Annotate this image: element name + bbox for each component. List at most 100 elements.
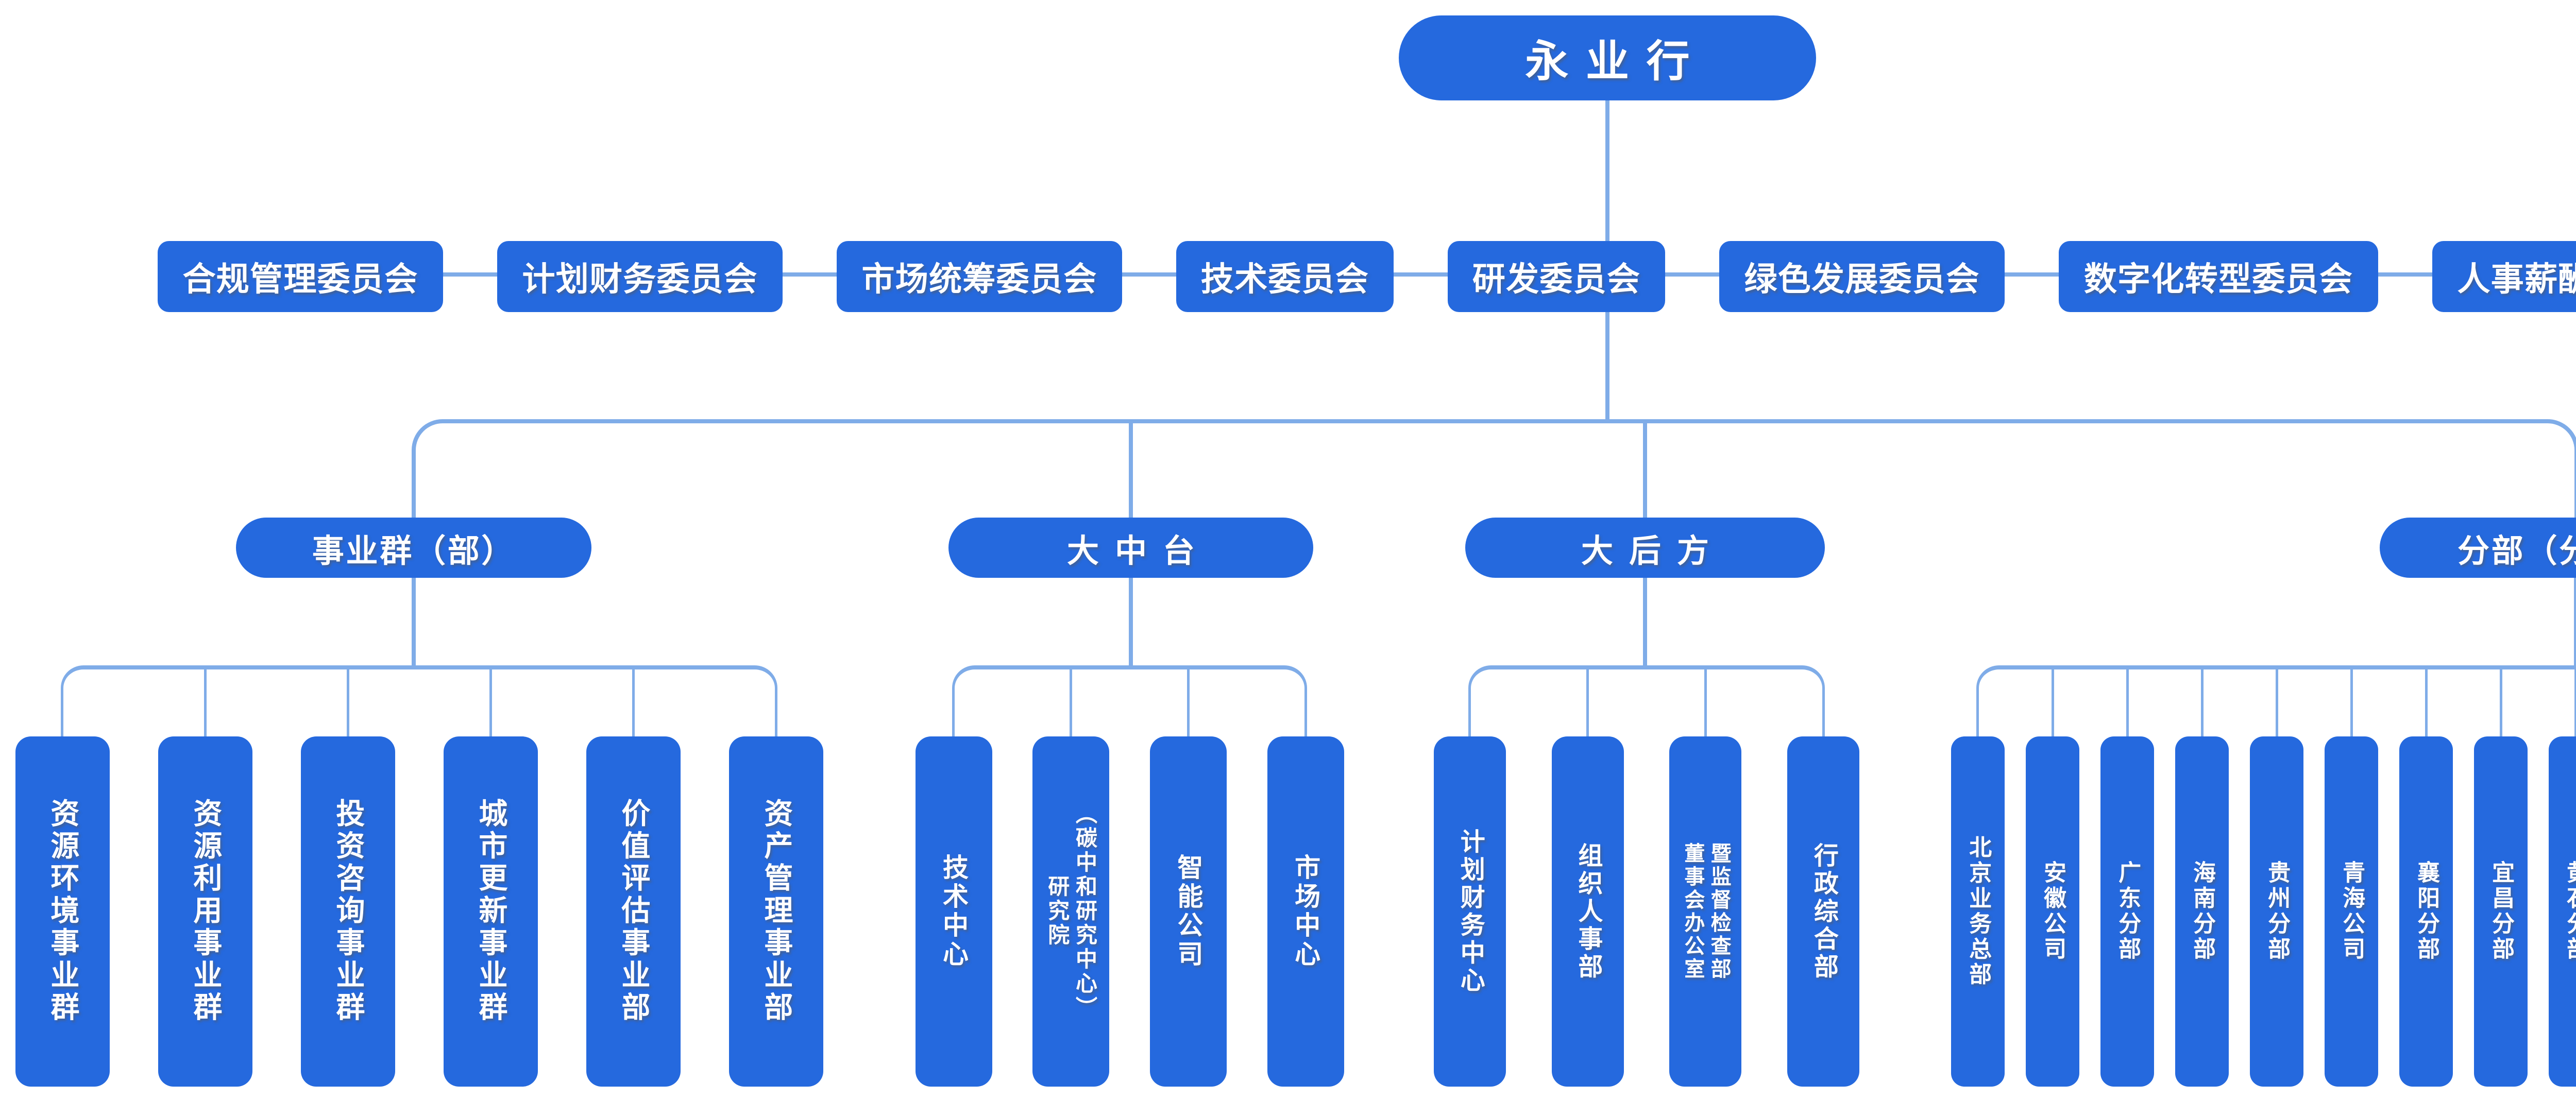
committee-chain-line (300, 272, 2576, 277)
child-stub-line (2275, 669, 2278, 736)
child-stub-line (632, 669, 635, 736)
child-node[interactable]: 智能公司 (1149, 736, 1227, 1087)
child-label: 投资咨询事业群 (331, 798, 365, 1025)
child-node[interactable]: 贵州分部 (2250, 736, 2303, 1087)
group-feed-line (2574, 578, 2576, 669)
child-bracket (1468, 665, 1825, 736)
child-label: 襄阳分部 (2413, 861, 2440, 963)
committee-label: 数字化转型委员会 (2083, 261, 2353, 299)
child-node[interactable]: 青海公司 (2325, 736, 2378, 1087)
org-root-node[interactable]: 永业行 (1399, 15, 1816, 100)
child-node[interactable]: 价值评估事业部 (586, 736, 681, 1087)
child-label: 董事会办公室 暨监督检查部 (1681, 842, 1731, 981)
child-bracket (61, 665, 777, 736)
group-pill-label: 分部（分公司） (2457, 531, 2576, 570)
group-pill-label: 大中台 (1066, 531, 1211, 570)
committee-node[interactable]: 市场统筹委员会 (837, 241, 1122, 312)
child-label: 技术中心 (939, 854, 969, 969)
child-stub-line (204, 669, 207, 736)
child-label: 宜昌分部 (2488, 861, 2515, 963)
group-pill-node[interactable]: 大中台 (948, 518, 1313, 578)
trunk-drop-line (1643, 423, 1647, 518)
child-node[interactable]: 资产管理事业部 (728, 736, 823, 1087)
child-label: 贵州分部 (2264, 861, 2291, 963)
child-label: 行政综合部 (1809, 842, 1838, 981)
committee-node[interactable]: 数字化转型委员会 (2059, 241, 2378, 312)
committee-label: 市场统筹委员会 (861, 261, 1097, 299)
group-pill-label: 大后方 (1581, 531, 1725, 570)
child-node[interactable]: 襄阳分部 (2399, 736, 2453, 1087)
child-label: 安徽公司 (2040, 861, 2066, 963)
group-pill-node[interactable]: 事业群（部） (236, 518, 591, 578)
child-stub-line (2425, 669, 2428, 736)
committee-label: 合规管理委员会 (182, 261, 418, 299)
child-stub-line (2200, 669, 2204, 736)
child-stub-line (1070, 669, 1073, 736)
child-stub-line (489, 669, 492, 736)
group-feed-line (1643, 578, 1647, 669)
child-node[interactable]: 广东分部 (2100, 736, 2154, 1087)
child-node[interactable]: 市场中心 (1267, 736, 1344, 1087)
committee-node[interactable]: 合规管理委员会 (158, 241, 443, 312)
committee-node[interactable]: 绿色发展委员会 (1719, 241, 2005, 312)
child-label: 资源利用事业群 (188, 798, 222, 1025)
group-feed-line (1129, 578, 1133, 669)
child-label: 黄石分部 (2563, 861, 2576, 963)
child-node[interactable]: 北京业务总部 (1951, 736, 2005, 1087)
child-stub-line (2499, 669, 2502, 736)
child-label: 研究院 （碳中和研究中心） (1044, 802, 1098, 1021)
committee-node[interactable]: 技术委员会 (1176, 241, 1394, 312)
committee-label: 绿色发展委员会 (1744, 261, 1980, 299)
child-label: 城市更新事业群 (473, 798, 507, 1025)
group-pill-node[interactable]: 大后方 (1465, 518, 1825, 578)
child-label: 青海公司 (2338, 861, 2365, 963)
child-node[interactable]: 研究院 （碳中和研究中心） (1032, 736, 1110, 1087)
child-node[interactable]: 行政综合部 (1787, 736, 1860, 1087)
committee-label: 人事薪酬委员会 (2457, 261, 2576, 299)
group-pill-label: 事业群（部） (312, 531, 516, 570)
child-bracket (1976, 665, 2576, 736)
child-node[interactable]: 宜昌分部 (2474, 736, 2528, 1087)
child-node[interactable]: 董事会办公室 暨监督检查部 (1669, 736, 1742, 1087)
group-pill-node[interactable]: 分部（分公司） (2380, 518, 2576, 578)
committee-label: 研发委员会 (1472, 261, 1641, 299)
child-stub-line (1704, 669, 1707, 736)
committee-label: 技术委员会 (1200, 261, 1369, 299)
child-node[interactable]: 组织人事部 (1551, 736, 1624, 1087)
child-stub-line (1586, 669, 1589, 736)
child-stub-line (2126, 669, 2129, 736)
child-label: 智能公司 (1173, 854, 1204, 969)
child-label: 组织人事部 (1573, 842, 1603, 981)
child-node[interactable]: 计划财务中心 (1434, 736, 1506, 1087)
child-node[interactable]: 技术中心 (915, 736, 992, 1087)
child-label: 资源环境事业群 (45, 798, 79, 1025)
child-node[interactable]: 城市更新事业群 (443, 736, 538, 1087)
child-node[interactable]: 资源环境事业群 (15, 736, 110, 1087)
child-node[interactable]: 黄石分部 (2549, 736, 2576, 1087)
child-label: 价值评估事业部 (616, 798, 650, 1025)
child-label: 海南分部 (2189, 861, 2216, 963)
trunk-drop-line (1129, 423, 1133, 518)
child-node[interactable]: 安徽公司 (2026, 736, 2079, 1087)
child-label: 广东分部 (2114, 861, 2141, 963)
child-bracket (952, 665, 1308, 736)
child-label: 计划财务中心 (1455, 828, 1485, 995)
child-stub-line (346, 669, 349, 736)
committee-node[interactable]: 计划财务委员会 (497, 241, 783, 312)
child-node[interactable]: 投资咨询事业群 (300, 736, 395, 1087)
child-node[interactable]: 海南分部 (2175, 736, 2229, 1087)
group-feed-line (412, 578, 416, 669)
child-label: 市场中心 (1291, 854, 1321, 969)
child-stub-line (2051, 669, 2054, 736)
committee-node[interactable]: 研发委员会 (1448, 241, 1665, 312)
child-node[interactable]: 资源利用事业群 (158, 736, 252, 1087)
org-root-label: 永业行 (1525, 36, 1707, 87)
child-label: 资产管理事业部 (759, 798, 793, 1025)
committee-node[interactable]: 人事薪酬委员会 (2432, 241, 2576, 312)
trunk-bracket (412, 419, 2576, 518)
child-stub-line (2574, 669, 2576, 736)
child-stub-line (2350, 669, 2353, 736)
committee-label: 计划财务委员会 (522, 261, 758, 299)
child-label: 北京业务总部 (1965, 835, 1992, 988)
